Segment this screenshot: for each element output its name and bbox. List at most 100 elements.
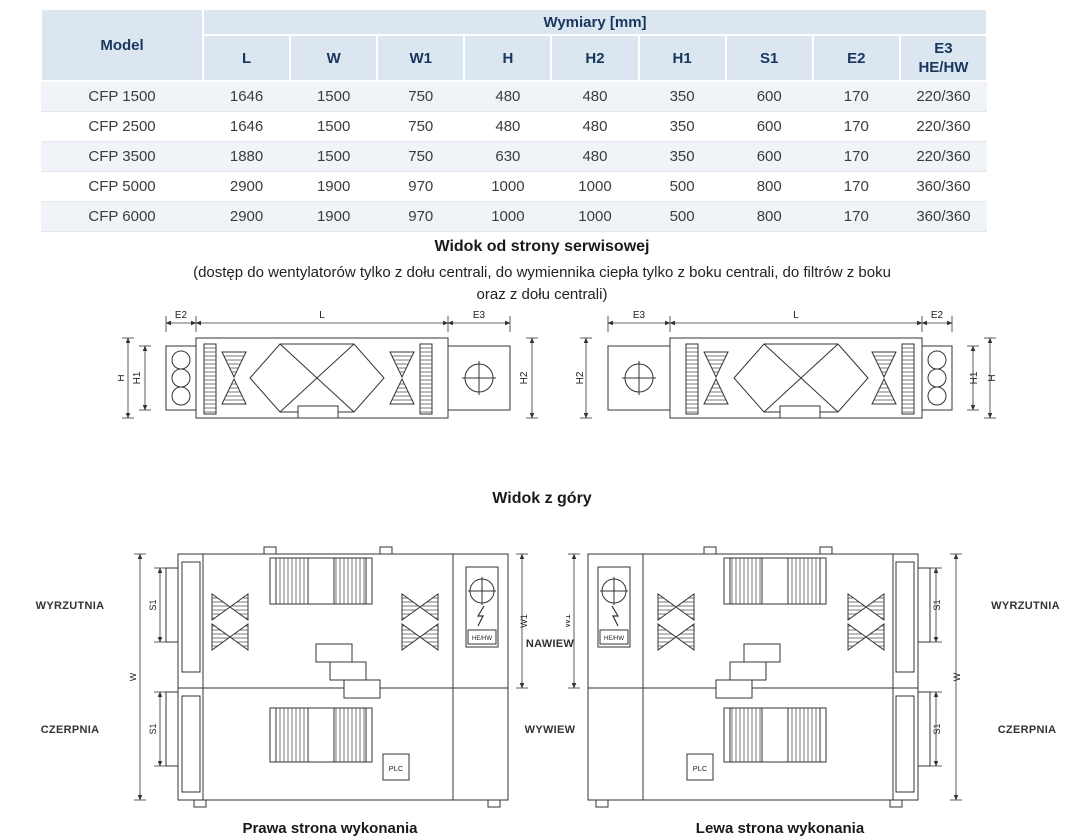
- dim-label-h: H: [118, 374, 127, 381]
- model-cell: CFP 3500: [88, 147, 156, 165]
- dim-label-w1: W1: [519, 614, 529, 628]
- value-cell: 500: [669, 207, 695, 225]
- model-cell: CFP 1500: [88, 87, 156, 105]
- column-header-h: H: [463, 34, 553, 82]
- inlet-label-czerpnia-left: CZERPNIA: [40, 724, 100, 736]
- value-cell: 1646: [229, 117, 264, 135]
- value-cell: 970: [408, 207, 434, 225]
- top-view-left-version-diagram: S1 S1 W W1 HE/HW PLC: [566, 544, 966, 814]
- value-cell: 630: [495, 147, 521, 165]
- model-column-header: Model: [40, 8, 204, 82]
- value-cell: 170: [843, 207, 869, 225]
- column-header-w1: W1: [376, 34, 466, 82]
- exhaust-label-wywiew: WYWIEW: [524, 724, 576, 736]
- value-cell: 500: [669, 177, 695, 195]
- dim-label-e2: E2: [175, 310, 188, 321]
- value-cell: 170: [843, 117, 869, 135]
- unit-top-drawing-mirrored: [568, 547, 962, 807]
- column-header-s1: S1: [724, 34, 814, 82]
- value-cell: 750: [408, 147, 434, 165]
- top-view-right-version-diagram: S1 S1 W W1 HE/HW PLC: [130, 544, 529, 814]
- value-cell: 220/360: [916, 87, 971, 105]
- value-cell: 970: [408, 177, 434, 195]
- supply-label-nawiew: NAWIEW: [525, 638, 575, 650]
- value-cell: 350: [669, 87, 695, 105]
- table-row: CFP 1500 1646 1500 750 480 480 350 600 1…: [41, 81, 987, 111]
- unit-side-drawing: [122, 316, 538, 418]
- dim-label-h: H: [987, 374, 998, 381]
- value-cell: 1000: [491, 207, 525, 225]
- dim-label-e3: E3: [633, 310, 646, 321]
- table-row: CFP 6000 2900 1900 970 1000 1000 500 800…: [41, 201, 987, 231]
- value-cell: 1646: [229, 87, 264, 105]
- service-view-note: (dostęp do wentylatorów tylko z dołu cen…: [193, 264, 891, 303]
- value-cell: 1900: [316, 177, 351, 195]
- column-header-l: L: [201, 34, 292, 82]
- dim-label-l: L: [319, 310, 325, 321]
- side-view-left-version-diagram: E3 L E2 H2 H1 H: [575, 310, 998, 424]
- top-view-title: Widok z góry: [492, 490, 592, 507]
- value-cell: 480: [495, 117, 521, 135]
- value-cell: 1500: [316, 117, 351, 135]
- dim-label-h2: H2: [575, 371, 586, 384]
- value-cell: 360/360: [916, 177, 971, 195]
- unit-side-drawing-mirrored: [580, 316, 996, 418]
- value-cell: 1500: [316, 147, 351, 165]
- dim-label-h1: H1: [969, 371, 980, 384]
- dim-label-h2: H2: [519, 371, 530, 384]
- caption-right-version: Prawa strona wykonania: [242, 820, 418, 837]
- hehw-label: HE/HW: [472, 636, 492, 642]
- unit-top-drawing: [134, 547, 528, 807]
- value-cell: 220/360: [916, 117, 971, 135]
- dim-label-s1-bottom: S1: [932, 723, 942, 734]
- value-cell: 2900: [229, 207, 264, 225]
- value-cell: 480: [582, 87, 608, 105]
- value-cell: 360/360: [916, 207, 971, 225]
- column-header-h1: H1: [637, 34, 727, 82]
- dim-label-w: W: [130, 672, 138, 681]
- table-row: CFP 2500 1646 1500 750 480 480 350 600 1…: [41, 111, 987, 141]
- service-view-title: Widok od strony serwisowej: [434, 238, 650, 255]
- value-cell: 350: [669, 147, 695, 165]
- value-cell: 480: [495, 87, 521, 105]
- dimensions-table: Model Wymiary [mm] L W W1 H H2 H1 S1 E2 …: [40, 8, 989, 232]
- dim-label-s1-top: S1: [932, 599, 942, 610]
- value-cell: 350: [669, 117, 695, 135]
- table-row: CFP 3500 1880 1500 750 630 480 350 600 1…: [41, 141, 987, 171]
- dim-label-w1: W1: [566, 614, 572, 628]
- value-cell: 800: [756, 177, 782, 195]
- dim-label-e3: E3: [473, 310, 486, 321]
- dim-label-e2: E2: [931, 310, 944, 321]
- value-cell: 1000: [578, 177, 612, 195]
- value-cell: 750: [408, 87, 434, 105]
- dim-label-w: W: [952, 672, 962, 681]
- outlet-label-wyrzutnia-right: WYRZUTNIA: [991, 600, 1060, 612]
- column-header-e3: E3 HE/HW: [898, 34, 989, 82]
- column-header-w: W: [289, 34, 379, 82]
- inlet-label-czerpnia-right: CZERPNIA: [997, 724, 1057, 736]
- hehw-label: HE/HW: [604, 636, 624, 642]
- value-cell: 170: [843, 177, 869, 195]
- dimensions-group-header: Wymiary [mm]: [202, 8, 988, 36]
- value-cell: 1880: [229, 147, 264, 165]
- dim-label-s1-bottom: S1: [148, 723, 158, 734]
- column-header-e2: E2: [811, 34, 901, 82]
- value-cell: 600: [756, 147, 782, 165]
- value-cell: 1900: [316, 207, 351, 225]
- side-views-section: E2 L E3 H H1 H2 E3 L E2 H2 H1 H: [0, 300, 1084, 440]
- value-cell: 170: [843, 147, 869, 165]
- value-cell: 480: [582, 117, 608, 135]
- top-views-section: WYRZUTNIA CZERPNIA S1 S1 W W1 HE/HW PLC …: [0, 538, 1084, 838]
- value-cell: 170: [843, 87, 869, 105]
- plc-label: PLC: [389, 764, 404, 773]
- value-cell: 600: [756, 87, 782, 105]
- value-cell: 1000: [491, 177, 525, 195]
- value-cell: 480: [582, 147, 608, 165]
- model-cell: CFP 2500: [88, 117, 156, 135]
- side-view-right-version-diagram: E2 L E3 H H1 H2: [118, 310, 548, 424]
- model-cell: CFP 6000: [88, 207, 156, 225]
- caption-left-version: Lewa strona wykonania: [695, 820, 865, 837]
- plc-label: PLC: [693, 764, 708, 773]
- value-cell: 600: [756, 117, 782, 135]
